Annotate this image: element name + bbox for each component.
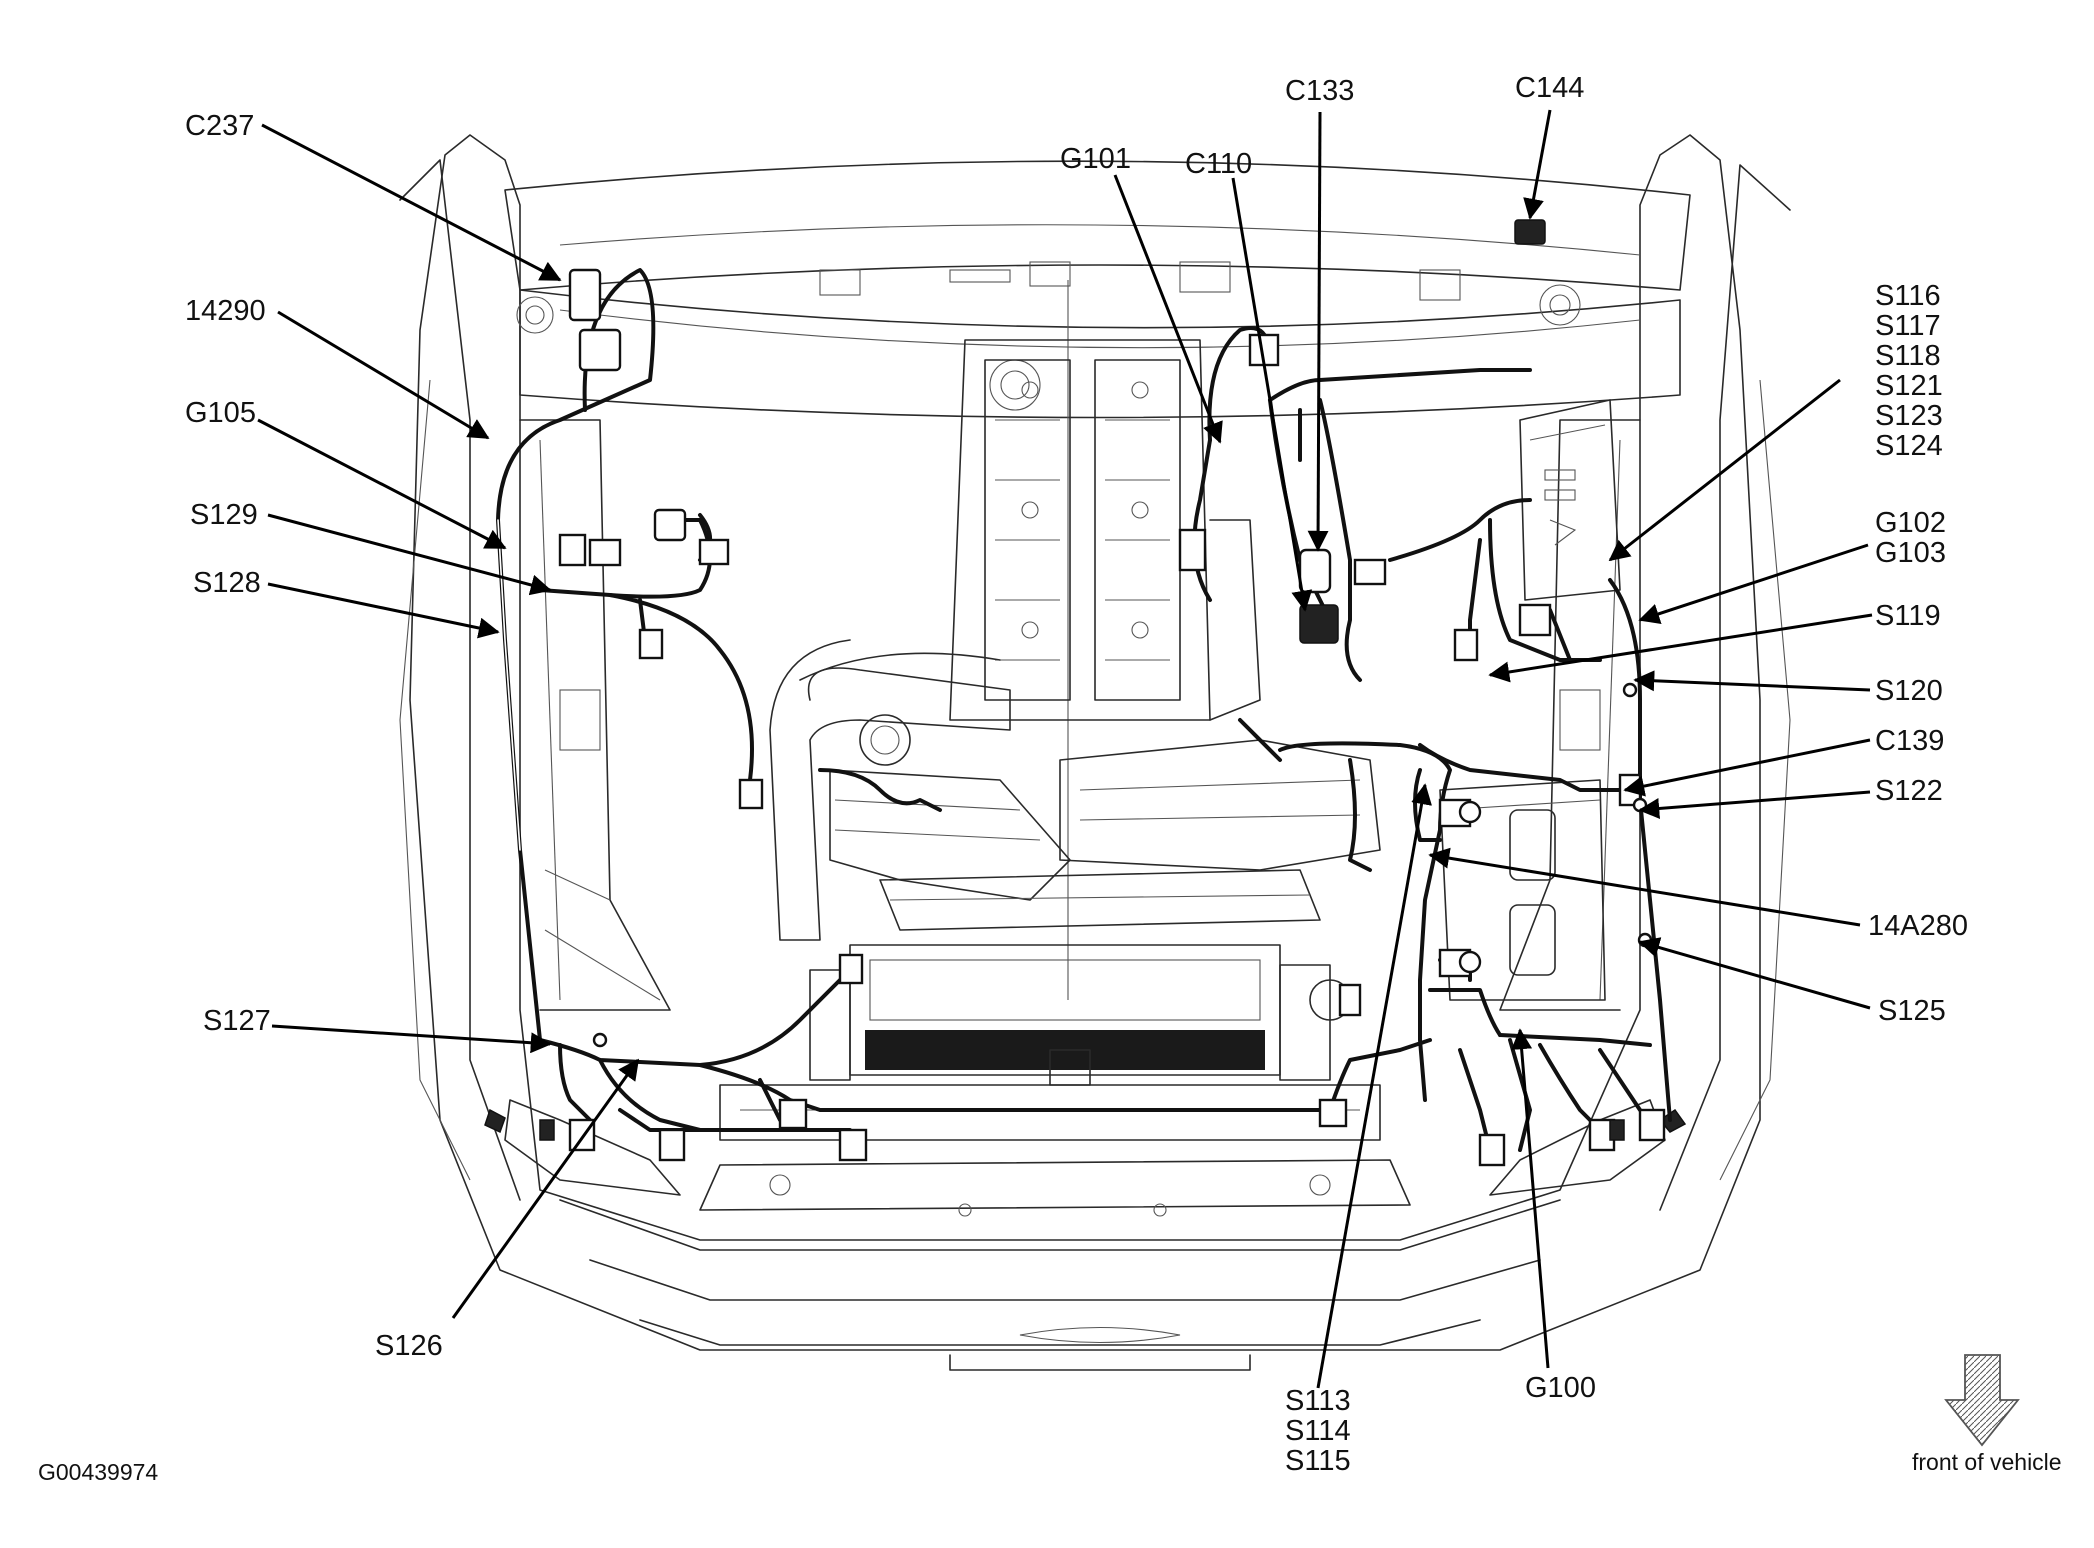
- label-g101: G101: [1060, 143, 1131, 175]
- leader-c237: [261, 123, 562, 282]
- label-s120: S120: [1875, 675, 1943, 707]
- leader-s120: [1633, 670, 1871, 692]
- leader-s126: [451, 1058, 640, 1319]
- leader-s127: [271, 1024, 552, 1054]
- figure-id: G00439974: [38, 1459, 158, 1485]
- vehicle-outline: [399, 134, 1791, 1371]
- label-s119: S119: [1875, 600, 1941, 632]
- leader-14290: [277, 310, 490, 440]
- leader-s125: [1638, 937, 1871, 1010]
- label-g105: G105: [185, 397, 256, 429]
- leader-lines: [257, 109, 1873, 1389]
- label-14a280: 14A280: [1868, 910, 1968, 942]
- label-s115: S115: [1285, 1445, 1351, 1477]
- label-s129: S129: [190, 499, 258, 531]
- leader-g105: [257, 418, 507, 550]
- front-arrow-icon: [1944, 1354, 2020, 1447]
- label-s122: S122: [1875, 775, 1943, 807]
- label-s128: S128: [193, 567, 261, 599]
- label-c237: C237: [185, 110, 254, 142]
- label-c139: C139: [1875, 725, 1944, 757]
- label-s121: S121: [1875, 370, 1943, 402]
- label-s113: S113: [1285, 1385, 1351, 1417]
- label-14290: 14290: [185, 295, 266, 327]
- label-s116: S116: [1875, 280, 1941, 312]
- label-s114: S114: [1285, 1415, 1351, 1447]
- label-g102: G102: [1875, 507, 1946, 539]
- label-g103: G103: [1875, 537, 1946, 569]
- leader-s113-s115: [1316, 783, 1432, 1389]
- leader-s119: [1488, 613, 1873, 683]
- leader-s129: [267, 513, 552, 596]
- leader-g100: [1511, 1028, 1550, 1369]
- callout-labels: C237 14290 G105 S129 S128 S127 S126 G101…: [185, 72, 1968, 1477]
- label-s123: S123: [1875, 400, 1943, 432]
- engine-block: [949, 339, 1261, 721]
- leader-c139: [1623, 738, 1871, 797]
- radiator: [809, 944, 1351, 1086]
- label-s125: S125: [1878, 995, 1946, 1027]
- label-s126: S126: [375, 1330, 443, 1362]
- air-intake: [769, 639, 1071, 941]
- leader-c133: [1307, 111, 1329, 552]
- label-c133: C133: [1285, 75, 1354, 107]
- label-c144: C144: [1515, 72, 1584, 104]
- wiring-harness: [496, 268, 1672, 1152]
- label-s117: S117: [1875, 310, 1941, 342]
- leader-g102-g103: [1638, 543, 1869, 624]
- label-s124: S124: [1875, 430, 1943, 462]
- leader-s116-s124: [1608, 378, 1841, 562]
- leader-14a280: [1428, 847, 1861, 927]
- front-of-vehicle-indicator: front of vehicle: [1912, 1354, 2062, 1475]
- label-g100: G100: [1525, 1372, 1596, 1404]
- label-s127: S127: [203, 1005, 271, 1037]
- front-of-vehicle-label: front of vehicle: [1912, 1449, 2062, 1475]
- leader-g101: [1113, 174, 1223, 444]
- leader-c110: [1231, 177, 1313, 612]
- leader-s122: [1638, 790, 1871, 819]
- label-s118: S118: [1875, 340, 1941, 372]
- leader-s128: [267, 582, 500, 639]
- power-distribution-box: [1519, 399, 1621, 601]
- label-c110: C110: [1185, 148, 1252, 180]
- leader-c144: [1523, 109, 1552, 220]
